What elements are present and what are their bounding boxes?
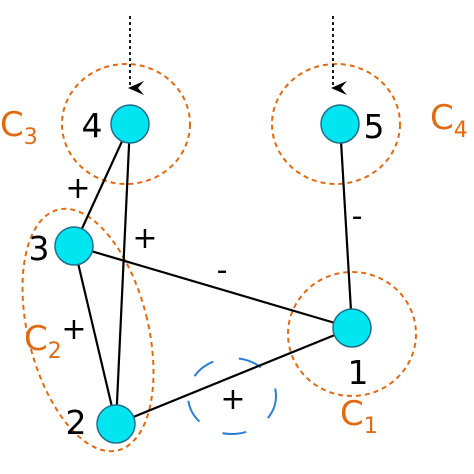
edge-4-3: [73, 123, 131, 247]
cluster-c4-label: C4: [430, 98, 468, 143]
node-3[interactable]: [54, 226, 94, 266]
nodes: [54, 104, 372, 444]
cluster-c4-outline: [271, 63, 401, 185]
edge-4-2-sign: +: [132, 221, 157, 256]
cluster-c1-outline: [287, 271, 417, 397]
edge-4-3-sign: +: [65, 171, 90, 206]
cluster-c2-label: C2: [24, 319, 62, 364]
node-2-label: 2: [66, 403, 87, 442]
edge-2-1: [115, 326, 353, 426]
node-2[interactable]: [96, 404, 136, 444]
edge-5-1: [338, 123, 354, 329]
highlight-outline: [187, 357, 277, 435]
cluster-c4-subscript: 4: [454, 118, 468, 143]
cluster-c3-letter: C: [0, 105, 24, 145]
edge-3-2-sign: +: [61, 312, 86, 347]
cluster-c4-letter: C: [430, 98, 454, 138]
node-5-label: 5: [364, 107, 385, 146]
cluster-c2-outline: [21, 207, 155, 453]
edge-5-1-sign: -: [352, 199, 363, 234]
cluster-c1-label: C1: [340, 394, 378, 439]
cluster-c3-subscript: 3: [24, 125, 38, 150]
edge-3-2: [72, 245, 118, 425]
edge-4-2: [114, 123, 132, 425]
node-5[interactable]: [320, 104, 360, 144]
cluster-c1-subscript: 1: [364, 414, 378, 439]
edges: [72, 123, 354, 426]
cluster-outlines: [21, 63, 417, 453]
node-1-label: 1: [348, 353, 369, 392]
node-4-label: 4: [82, 106, 103, 145]
node-3-label: 3: [29, 229, 50, 268]
node-4[interactable]: [110, 104, 150, 144]
edge-3-1: [73, 244, 353, 330]
cluster-c2-letter: C: [24, 319, 48, 359]
edge-3-1-sign: -: [217, 253, 228, 288]
cluster-c2-subscript: 2: [48, 339, 62, 364]
cluster-c3-outline: [61, 63, 191, 185]
edge-2-1-sign: +: [220, 382, 245, 417]
node-1[interactable]: [332, 308, 372, 348]
cluster-c3-label: C3: [0, 105, 38, 150]
cluster-c1-letter: C: [340, 394, 364, 434]
